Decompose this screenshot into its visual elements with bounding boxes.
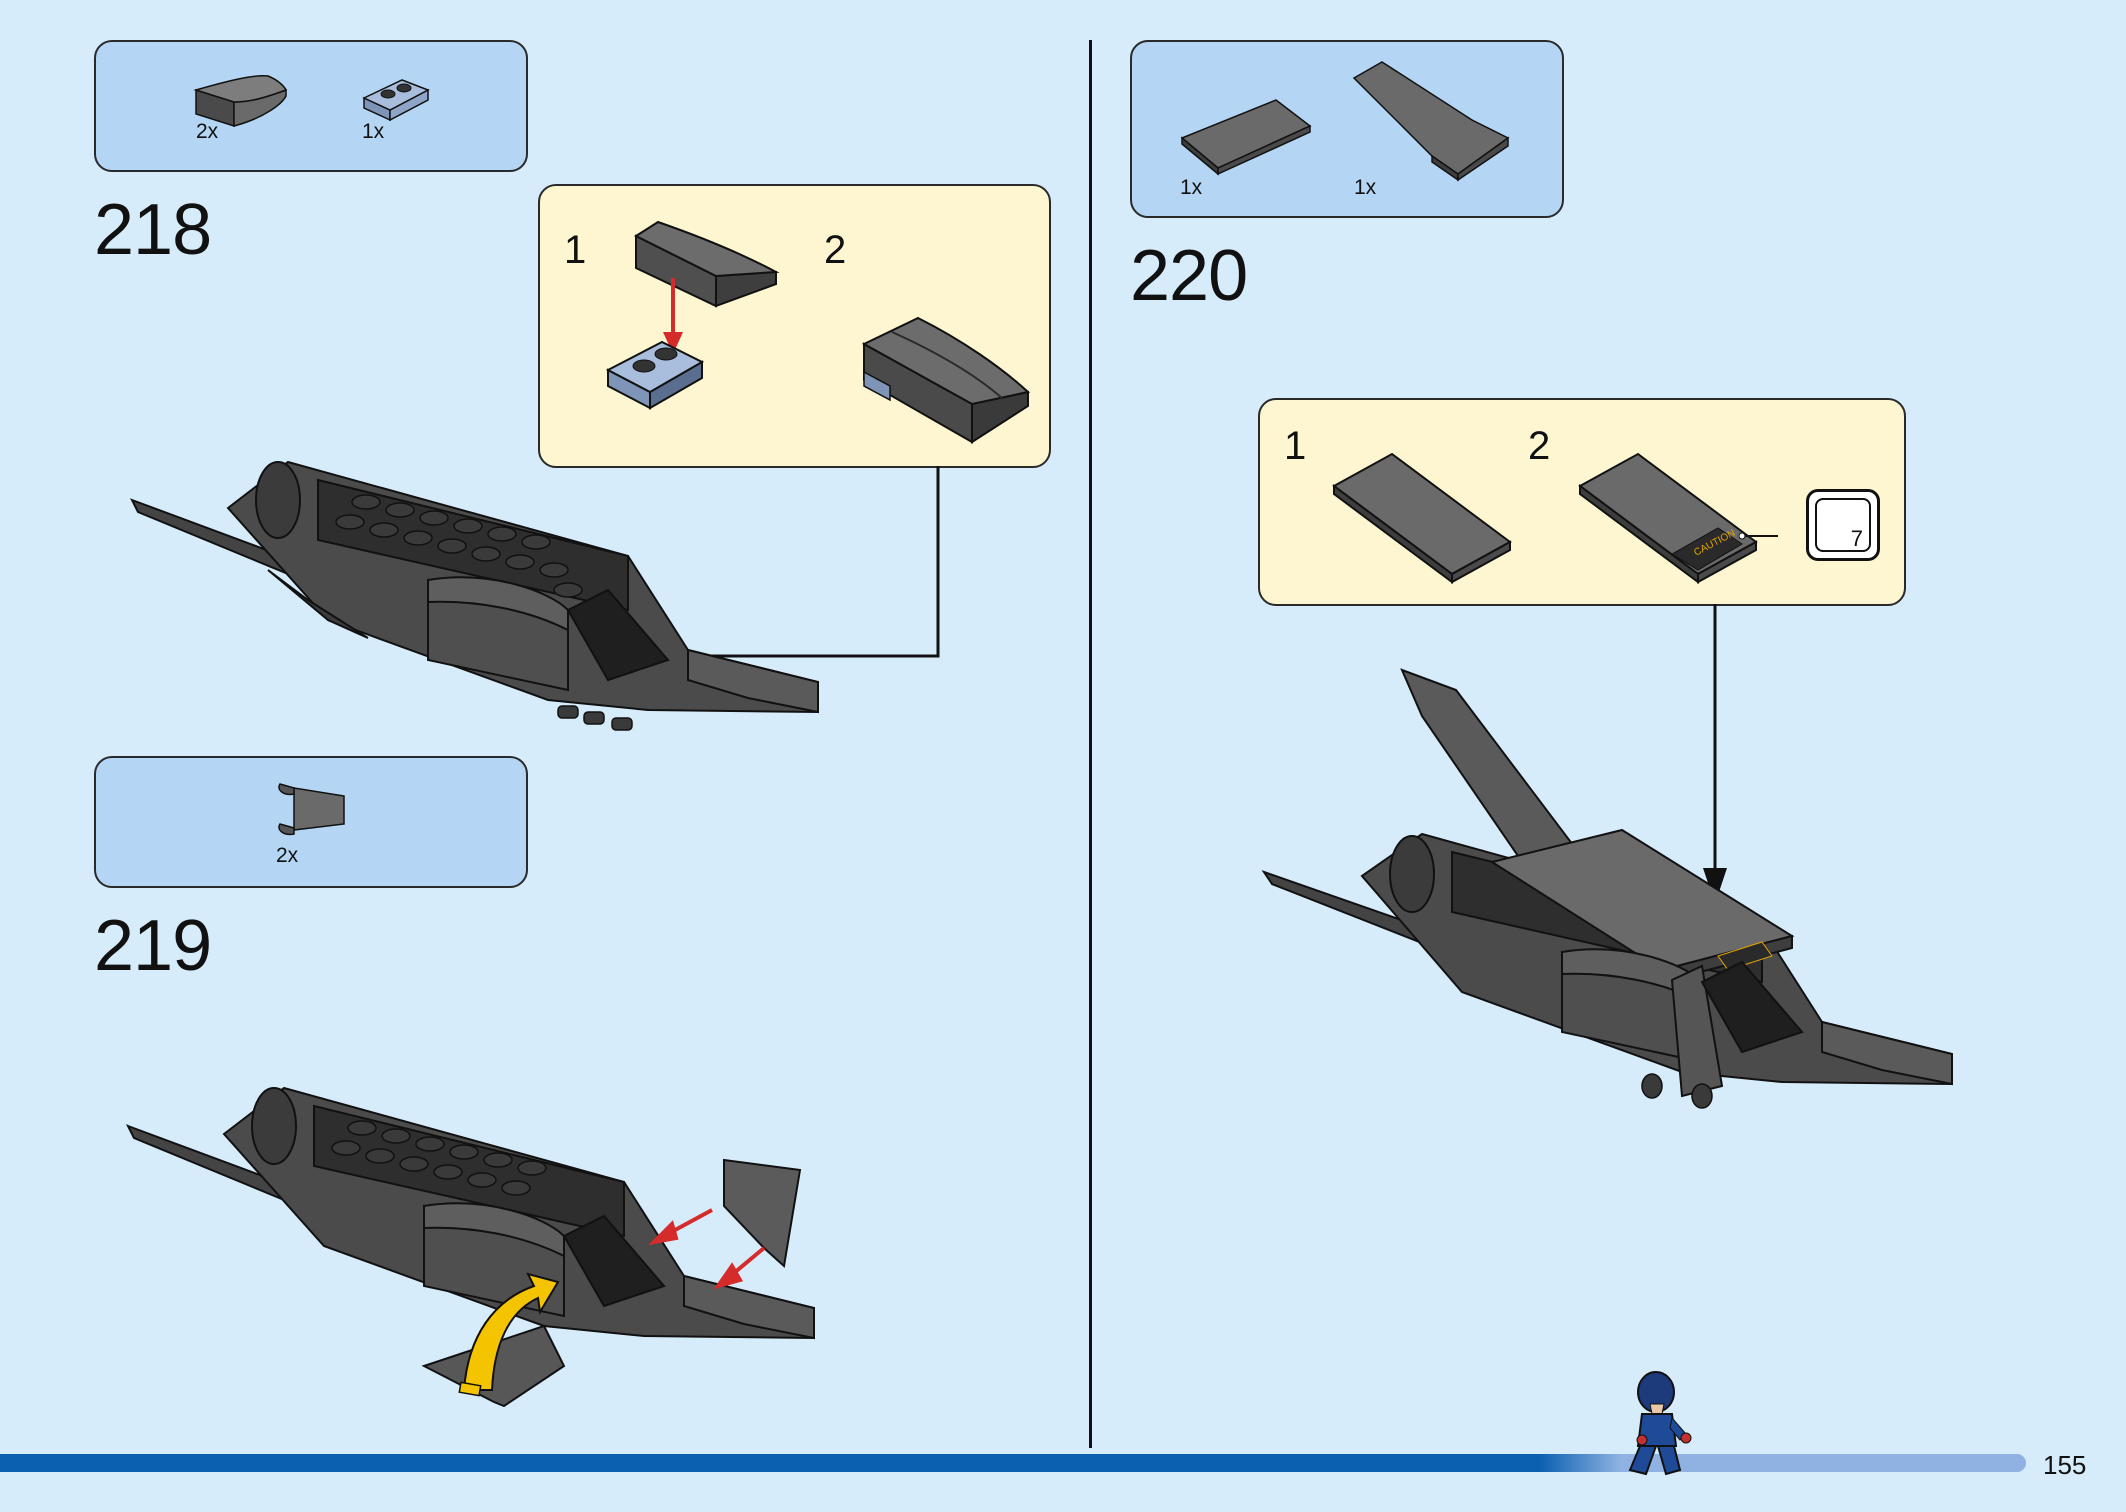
clip-plate-icon — [278, 783, 345, 836]
jet-model-step-219 — [125, 1086, 815, 1408]
plate-1x2-icon — [605, 340, 705, 410]
sticker-sheet-icon: 7 — [1806, 489, 1880, 561]
page-progress-bar — [0, 1454, 2026, 1472]
sticker-number: 7 — [1850, 526, 1863, 551]
part-qty: 1x — [1354, 176, 1377, 199]
plate-1x2-icon — [362, 79, 430, 122]
red-arrow-icon — [663, 278, 683, 354]
wing-plate-icon — [1352, 61, 1510, 182]
tile-with-sticker-icon: CAUTION — [1578, 452, 1778, 584]
substep-box-220: 1 2 CAUTION — [1258, 398, 1906, 606]
curved-slope-brick-icon — [633, 220, 780, 308]
part-qty: 2x — [196, 120, 219, 143]
part-qty: 1x — [362, 120, 385, 143]
parts-box-219: 2x — [94, 756, 528, 888]
tile-2x4-icon — [1332, 452, 1512, 584]
page-divider — [1089, 40, 1092, 1448]
substep-number: 2 — [1528, 424, 1551, 468]
assembled-slope-icon — [861, 316, 1031, 444]
tile-2x4-icon — [1180, 99, 1312, 176]
substep-number: 1 — [1284, 424, 1307, 468]
substep-number: 1 — [564, 228, 587, 272]
step-number: 220 — [1130, 236, 1248, 316]
jet-model-step-220 — [1261, 668, 1953, 1109]
substep-number: 2 — [824, 228, 847, 272]
part-qty: 2x — [276, 844, 299, 867]
parts-box-218: 2x 1x — [94, 40, 528, 172]
jet-model-step-218 — [129, 460, 819, 731]
step-number: 218 — [94, 190, 212, 270]
part-qty: 1x — [1180, 176, 1203, 199]
parts-box-220: 1x 1x — [1130, 40, 1564, 218]
page-number: 155 — [2043, 1450, 2087, 1480]
curved-slope-brick-icon — [193, 74, 288, 128]
callout-arrow-down — [1703, 604, 1727, 904]
minifigure-icon — [1628, 1371, 1692, 1476]
substep-box-218: 1 2 — [538, 184, 1051, 468]
sticker-frame — [1815, 498, 1871, 552]
step-number: 219 — [94, 906, 212, 986]
